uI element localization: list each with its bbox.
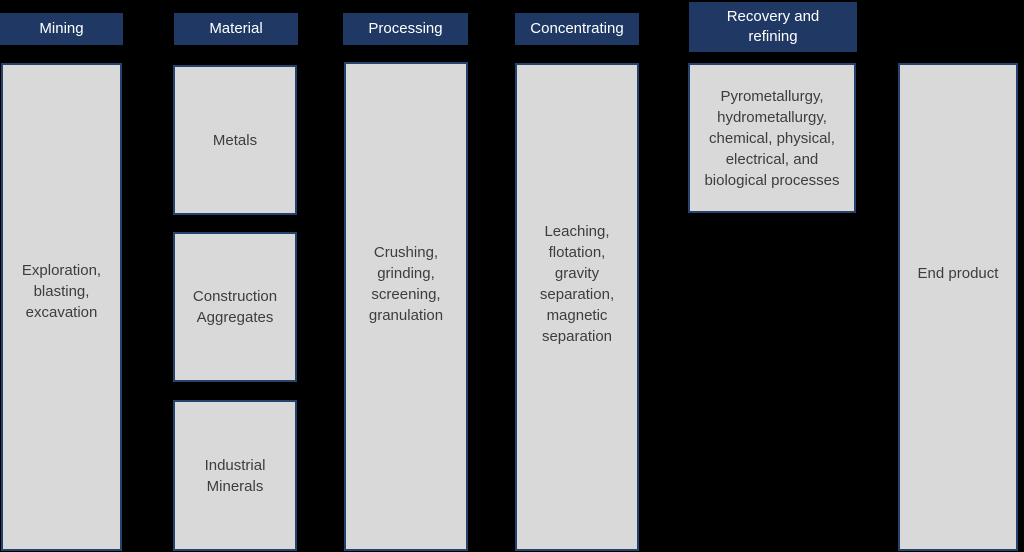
stage-box-mining: Exploration, blasting, excavation xyxy=(1,63,122,551)
stage-box-end-product-text: End product xyxy=(917,264,999,282)
stage-box-metals-text: Metals xyxy=(212,131,258,149)
stage-header-concentrating-label: Concentrating xyxy=(530,20,624,37)
stage-box-mining-text: Exploration, blasting, excavation xyxy=(21,261,102,321)
stage-box-metals: Metals xyxy=(173,65,297,215)
stage-box-end-product: End product xyxy=(898,63,1018,551)
stage-header-material-label: Material xyxy=(209,20,263,37)
stage-box-industrial-minerals: Industrial Minerals xyxy=(173,400,297,551)
stage-box-recovery-and-refining: Pyrometallurgy, hydrometallurgy, chemica… xyxy=(688,63,856,213)
stage-header-processing: Processing xyxy=(343,13,468,45)
stage-box-processing-text: Crushing, grinding, screening, granulati… xyxy=(368,243,444,324)
stage-box-construction-aggregates-text: Construction Aggregates xyxy=(192,288,278,326)
stage-header-mining-label: Mining xyxy=(39,20,84,37)
stage-header-mining: Mining xyxy=(0,13,123,45)
stage-header-material: Material xyxy=(174,13,298,45)
stage-box-processing: Crushing, grinding, screening, granulati… xyxy=(344,62,468,551)
stage-header-recovery-and-refining-label: Recovery and refining xyxy=(726,8,820,45)
stage-box-recovery-and-refining-text: Pyrometallurgy, hydrometallurgy, chemica… xyxy=(704,87,840,189)
stage-header-concentrating: Concentrating xyxy=(515,13,639,45)
stage-box-construction-aggregates: Construction Aggregates xyxy=(173,232,297,382)
stage-header-recovery-and-refining: Recovery and refining xyxy=(689,2,857,52)
stage-box-concentrating: Leaching, flotation, gravity separation,… xyxy=(515,63,639,551)
stage-box-industrial-minerals-text: Industrial Minerals xyxy=(204,456,266,495)
stage-box-concentrating-text: Leaching, flotation, gravity separation,… xyxy=(539,223,615,345)
stage-header-processing-label: Processing xyxy=(368,20,443,37)
